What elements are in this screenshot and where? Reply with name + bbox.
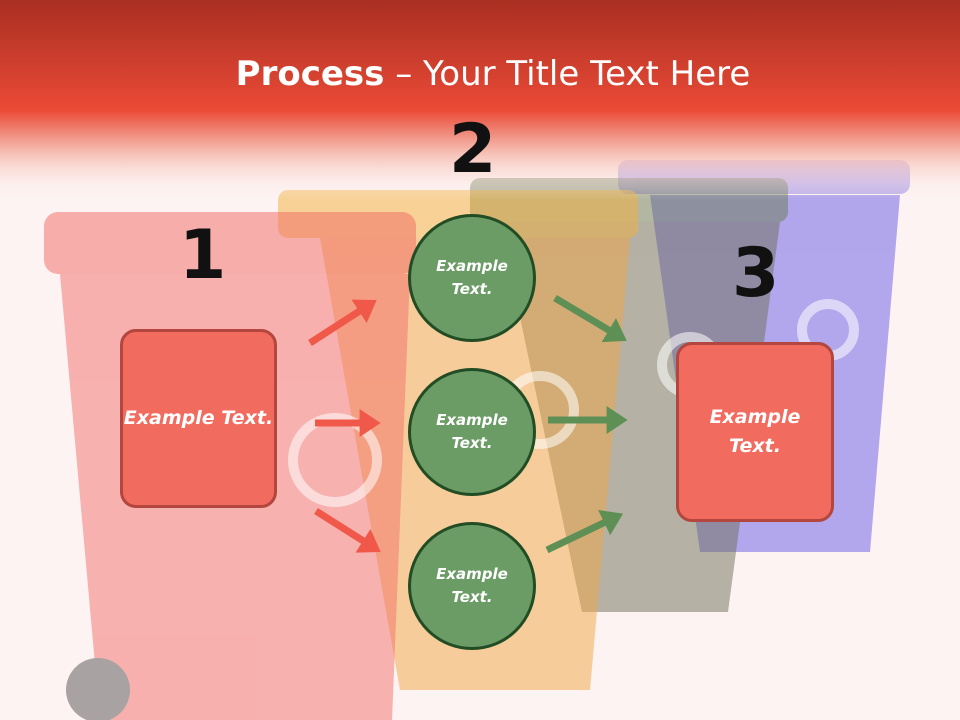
step-1-box: Example Text. bbox=[120, 329, 277, 508]
step-3-text: Example Text. bbox=[709, 406, 801, 457]
title-dash: – bbox=[384, 54, 424, 94]
step-3-box: Example Text. bbox=[676, 342, 834, 522]
arrow-green-down bbox=[553, 294, 627, 343]
step-2-text-2: Example Text. bbox=[436, 411, 508, 452]
step-2-circle-1: Example Text. bbox=[408, 214, 536, 342]
title-bold: Process bbox=[235, 54, 385, 94]
arrow-green-up bbox=[545, 510, 624, 554]
arrow-red-down bbox=[314, 508, 381, 553]
step-1-text: Example Text. bbox=[123, 407, 274, 429]
title-rest: Your Title Text Here bbox=[423, 54, 751, 94]
step-2-text-1: Example Text. bbox=[436, 257, 508, 298]
step-2-circle-2: Example Text. bbox=[408, 368, 536, 496]
step-1-number: 1 bbox=[179, 216, 227, 295]
step-2-circle-3: Example Text. bbox=[408, 522, 536, 650]
arrow-red-up bbox=[308, 299, 377, 346]
step-2-text-3: Example Text. bbox=[436, 565, 508, 606]
step-2-number: 2 bbox=[449, 110, 497, 189]
step-3-number: 3 bbox=[732, 234, 780, 313]
slide-title: Process – Your Title Text Here bbox=[0, 54, 960, 94]
